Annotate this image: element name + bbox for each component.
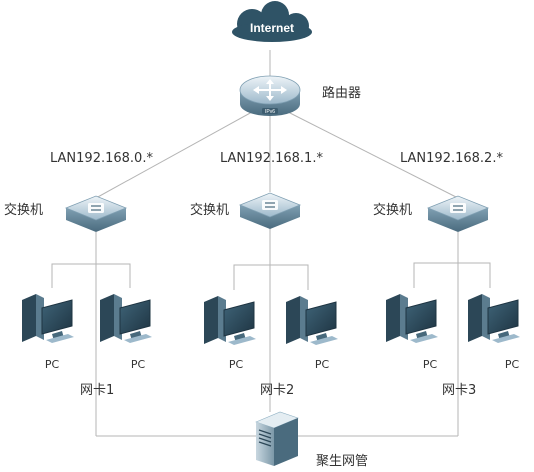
server-label: 聚生网管 (316, 454, 368, 469)
pc-6: PC (468, 294, 520, 371)
pc-label-1: PC (45, 358, 60, 371)
link-router-switch-1 (95, 111, 253, 199)
pc-2: PC (100, 294, 152, 371)
switch-label-1: 交换机 (4, 202, 43, 218)
switch-label-3: 交换机 (373, 202, 412, 218)
pc-label-6: PC (505, 358, 520, 371)
lan-label-2: LAN192.168.1.* (220, 151, 323, 166)
lan-labels: LAN192.168.0.* LAN192.168.1.* LAN192.168… (50, 151, 503, 166)
desktop-pc-icon (22, 294, 74, 343)
cloud-icon (232, 1, 312, 42)
desktop-pc-icon (100, 294, 152, 343)
router: IPv6 路由器 (239, 75, 361, 116)
desktop-pc-icon (386, 294, 438, 343)
router-label: 路由器 (322, 85, 361, 101)
pc-4: PC (286, 296, 338, 371)
router-icon (239, 75, 301, 116)
switch-1: 交换机 (4, 195, 128, 232)
pc-1: PC (22, 294, 74, 371)
lan-label-3: LAN192.168.2.* (400, 151, 503, 166)
nic-label-3: 网卡3 (442, 383, 476, 398)
link-switch-3-pcs (413, 262, 491, 288)
pc-label-2: PC (131, 358, 146, 371)
internet-label: Internet (250, 21, 294, 35)
nic-labels: 网卡1 网卡2 网卡3 (80, 383, 476, 398)
desktop-pc-icon (286, 296, 338, 345)
lan-label-1: LAN192.168.0.* (50, 151, 153, 166)
switch-icon (238, 192, 302, 229)
server: 聚生网管 (255, 411, 368, 469)
connection-lines (51, 50, 491, 437)
switch-3: 交换机 (373, 195, 490, 232)
switch-icon (426, 195, 490, 232)
link-router-switch-3 (287, 111, 459, 199)
switch-label-2: 交换机 (190, 202, 229, 218)
pc-label-4: PC (315, 358, 330, 371)
router-badge: IPv6 (265, 109, 275, 115)
switch-icon (64, 195, 128, 232)
desktop-pc-icon (468, 294, 520, 343)
internet-cloud: Internet (232, 1, 312, 42)
nic-label-2: 网卡2 (260, 383, 294, 398)
switch-2: 交换机 (190, 192, 302, 229)
pc-5: PC (386, 294, 438, 371)
link-switch-1-pcs (51, 263, 131, 288)
pc-3: PC (204, 296, 256, 371)
server-icon (255, 411, 299, 466)
desktop-pc-icon (204, 296, 256, 345)
link-switch-2-pcs (233, 264, 309, 290)
nic-label-1: 网卡1 (80, 383, 114, 398)
pc-label-3: PC (229, 358, 244, 371)
pc-label-5: PC (423, 358, 438, 371)
